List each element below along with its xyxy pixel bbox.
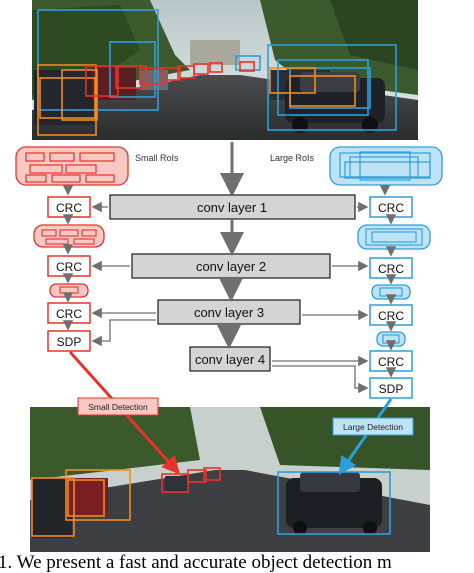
right-crc-4-label: CRC: [378, 355, 404, 369]
large-detection-callout: Large Detection: [332, 398, 414, 475]
figure-caption: 1. We present a fast and accurate object…: [0, 553, 474, 573]
right-sdp-label: SDP: [379, 382, 404, 396]
small-rois-group: Small RoIs: [15, 146, 179, 186]
left-crc-3-label: CRC: [56, 307, 82, 321]
left-sdp-label: SDP: [57, 335, 82, 349]
top-photo-roi-boxes: [37, 9, 397, 136]
caption-text: 1. We present a fast and accurate object…: [0, 552, 392, 573]
right-crc-1-label: CRC: [378, 201, 404, 215]
conv-layer-2-label: conv layer 2: [196, 259, 266, 274]
right-branch: CRC CRC CRC CRC SDP: [272, 185, 431, 399]
large-rois-label: Large RoIs: [270, 153, 315, 163]
right-crc-3-label: CRC: [378, 309, 404, 323]
small-rois-label: Small RoIs: [135, 153, 179, 163]
conv-layer-3-label: conv layer 3: [194, 305, 264, 320]
top-street-photo: [32, 0, 418, 140]
small-detection-label: Small Detection: [88, 402, 148, 412]
right-crc-2-label: CRC: [378, 262, 404, 276]
conv-layer-1-label: conv layer 1: [197, 200, 267, 215]
main-flow-arrows: [217, 142, 244, 349]
small-detection-callout: Small Detection: [68, 350, 181, 475]
left-crc-1-label: CRC: [56, 201, 82, 215]
large-detection-label: Large Detection: [343, 422, 403, 432]
left-crc-2-label: CRC: [56, 260, 82, 274]
conv-layer-4-label: conv layer 4: [195, 352, 265, 367]
left-branch: CRC CRC CRC SDP: [33, 185, 156, 352]
large-rois-group: Large RoIs: [270, 146, 443, 186]
